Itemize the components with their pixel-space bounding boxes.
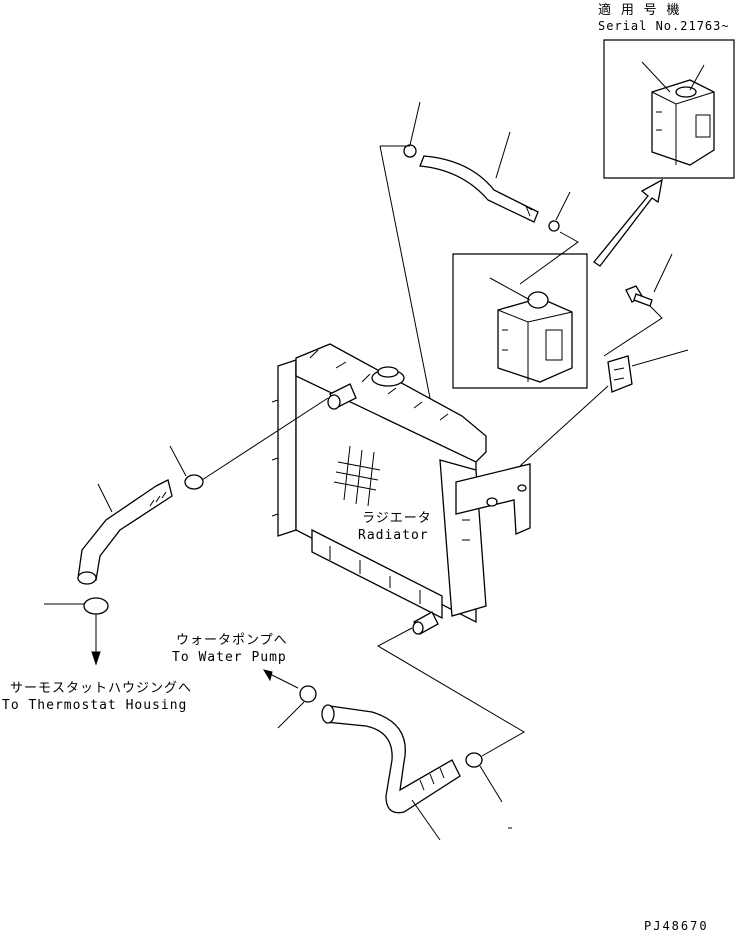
thermostat-label-en: To Thermostat Housing: [2, 698, 188, 713]
lower-radiator-hose: [322, 705, 460, 840]
radiator: [272, 344, 530, 634]
reserve-tank: [490, 278, 572, 382]
lower-hose-clamp-pump: [264, 670, 316, 728]
core-hatch: [334, 446, 380, 506]
radiator-label-jp: ラジエータ: [362, 511, 432, 526]
reserve-tank-box: [453, 254, 587, 388]
upper-outlet-pipe: [328, 384, 356, 409]
bolt: [604, 254, 672, 356]
thermostat-label-jp: サーモスタットハウジングへ: [10, 681, 193, 696]
bracket: [520, 350, 688, 466]
upper-hose-clamp-thermostat: [44, 598, 108, 664]
lower-hose-clamp-radiator: [378, 628, 524, 828]
serial-inset-box: [604, 40, 734, 178]
drawing-number: PJ48670: [644, 919, 709, 933]
radiator-label-en: Radiator: [358, 528, 429, 543]
radiator-cap: [372, 367, 404, 386]
overflow-hose-clamp-bottom: [549, 192, 570, 231]
reserve-tank-new: [642, 62, 714, 165]
overflow-leader-left: [380, 146, 430, 398]
upper-radiator-hose: [78, 480, 172, 584]
overflow-hose: [420, 132, 538, 222]
serial-number-label: Serial No.21763~: [598, 19, 730, 33]
overflow-leader-right: [520, 232, 578, 284]
lower-outlet-pipe: [413, 612, 438, 634]
water-pump-label-jp: ウォータポンプへ: [176, 633, 288, 648]
overflow-hose-clamp-top: [404, 102, 420, 157]
serial-arrow: [594, 180, 662, 266]
applicable-serial-label: 適 用 号 機: [598, 3, 681, 18]
upper-hose-clamp-radiator: [170, 398, 328, 489]
water-pump-label-en: To Water Pump: [172, 650, 287, 665]
